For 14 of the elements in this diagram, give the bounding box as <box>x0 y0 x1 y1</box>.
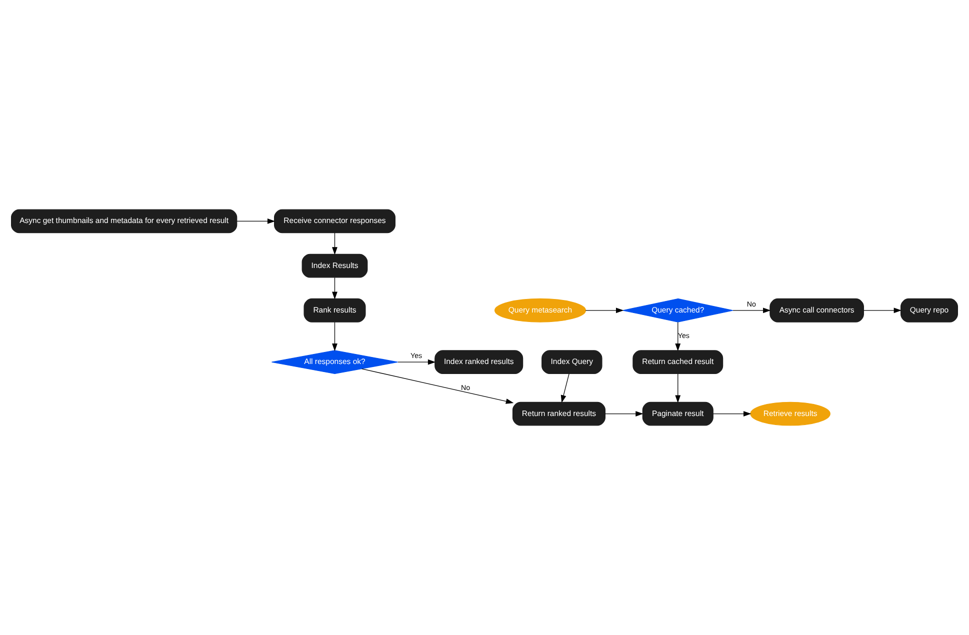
arrow <box>863 308 902 314</box>
arrow <box>236 218 276 224</box>
arrow <box>585 308 624 314</box>
arrow <box>675 374 681 403</box>
arrow <box>361 368 514 404</box>
arrow <box>332 232 338 255</box>
arrow <box>398 359 436 365</box>
arrow <box>332 277 338 300</box>
arrow <box>604 411 644 416</box>
arrow <box>560 374 570 403</box>
arrow <box>332 322 338 352</box>
arrow <box>712 411 752 416</box>
arrow <box>675 322 681 352</box>
arrow <box>732 308 771 314</box>
